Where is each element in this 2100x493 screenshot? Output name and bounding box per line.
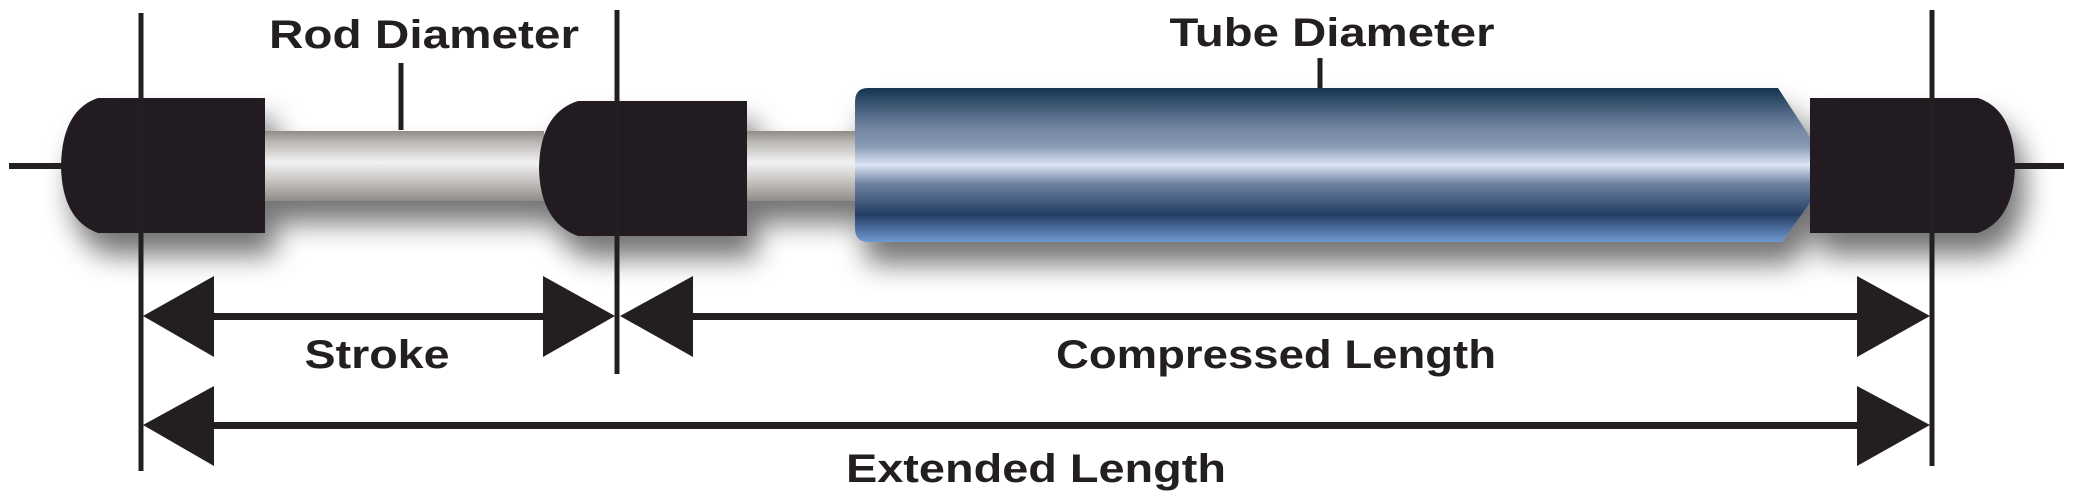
gas-spring-body xyxy=(61,88,2015,242)
rod-right xyxy=(745,131,857,201)
dimension-arrows xyxy=(143,276,1930,466)
tube xyxy=(855,88,1812,242)
end-fitting-left xyxy=(61,98,265,233)
arrowhead-right xyxy=(543,276,615,357)
arrowhead-right xyxy=(1857,386,1930,466)
arrowhead-left xyxy=(143,386,214,466)
tube-diameter-label: Tube Diameter xyxy=(1170,11,1495,55)
extended-length-label: Extended Length xyxy=(846,447,1226,491)
end-fitting-right xyxy=(1810,98,2015,233)
rod-diameter-label: Rod Diameter xyxy=(269,13,579,57)
compressed-length-arrow xyxy=(620,276,1930,357)
extended-length-arrow xyxy=(143,386,1930,466)
compressed-length-label: Compressed Length xyxy=(1056,333,1496,377)
arrowhead-left xyxy=(143,276,214,357)
arrowhead-right xyxy=(1857,276,1930,357)
stroke-arrow xyxy=(143,276,615,357)
extension-lines xyxy=(9,10,2064,471)
arrowhead-left xyxy=(620,276,693,357)
end-fitting-middle xyxy=(539,101,747,236)
rod-left xyxy=(262,131,544,201)
stroke-label: Stroke xyxy=(305,333,450,377)
